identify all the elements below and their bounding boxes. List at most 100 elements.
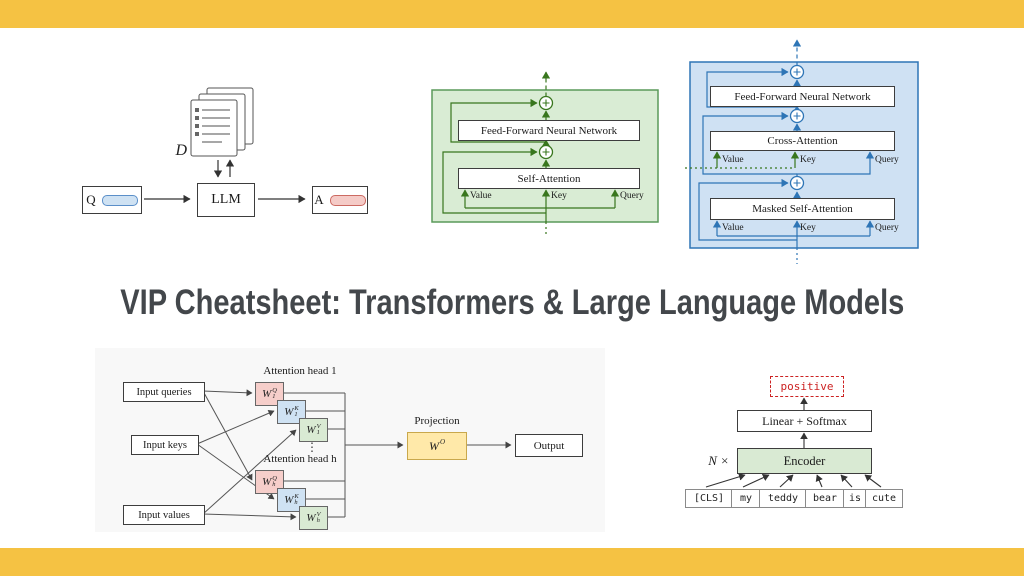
classifier-lines [705,397,882,488]
token-text: cute [871,493,897,504]
cross-attention-label: Cross-Attention [767,135,838,147]
input-keys-label: Input keys [142,439,188,451]
add-norm-node [789,108,805,124]
cross-value-label: Value [722,155,744,165]
output-box: Output [515,434,583,457]
w-sup: V [316,511,321,518]
encoder-value-label: Value [470,191,492,201]
w-sup: Q [272,387,277,394]
attention-head-1-label: Attention head 1 [263,364,337,377]
token-text: teddy [767,493,799,504]
w-sub: 1 [294,411,298,418]
rag-llm-diagram: D Q LLM A [60,65,400,235]
add-norm-node [538,95,554,111]
w-base: W [428,438,439,453]
w-sup: V [316,423,321,430]
masked-self-attention-label: Masked Self-Attention [752,203,853,215]
attention-head-h-label: Attention head h [263,452,337,465]
prediction-label: positive [780,380,834,393]
document-stack-icon [190,87,254,157]
cross-attention-box: Cross-Attention [710,131,895,151]
output-label: Output [533,439,565,452]
multihead-attention-diagram: Input queries Input keys Input values At… [95,348,605,532]
n-times-label: N × [708,453,729,468]
page-title: VIP Cheatsheet: Transformers & Large Lan… [119,283,905,322]
linear-softmax-label: Linear + Softmax [762,413,847,428]
self-attention-label: Self-Attention [517,172,581,185]
linear-softmax-box: Linear + Softmax [737,410,872,432]
add-norm-node [538,144,554,160]
w-sup: K [294,493,299,500]
w-base: W [306,512,316,524]
w-sup: Q [272,475,277,482]
cross-key-label: Key [800,155,816,165]
token-bear: bear [805,489,845,508]
bottom-banner [0,548,1024,576]
token-cute: cute [865,489,903,508]
encoder-feed-lines [685,151,800,169]
decoder-ffnn-box: Feed-Forward Neural Network [710,86,895,107]
qa-arrows [144,159,306,204]
encoder-label: Encoder [783,453,826,468]
masked-value-label: Value [722,223,744,233]
w-sub: h [316,517,320,524]
w-base: W [262,476,272,488]
top-banner [0,0,1024,28]
add-norm-node [789,64,805,80]
masked-self-attention-box: Masked Self-Attention [710,198,895,220]
answer-box: A [312,186,368,214]
llm-box: LLM [197,183,255,217]
token-text: bear [812,493,838,504]
token-is: is [843,489,867,508]
query-letter: Q [86,192,96,207]
llm-label: LLM [211,192,241,207]
cross-query-label: Query [875,155,899,165]
masked-query-label: Query [875,223,899,233]
heads-ellipsis: ⋮ [306,440,318,454]
w-sub: h [294,499,298,506]
token-teddy: teddy [759,489,807,508]
encoder-lines [442,71,620,236]
projection-label: Projection [414,414,460,427]
add-norm-node [789,175,805,191]
w-sup: O [439,438,446,446]
token-text: [CLS] [693,493,725,504]
decoder-block-diagram: Feed-Forward Neural Network Cross-Attent… [685,28,930,268]
input-values-label: Input values [138,509,190,521]
encoder-key-label: Key [551,191,567,201]
w-sup: K [294,405,299,412]
w-base: W [284,406,294,418]
rag-llm-connectors: D [144,87,306,204]
input-queries-label: Input queries [136,386,192,398]
token-my: my [731,489,761,508]
input-values-box: Input values [123,505,205,525]
encoder-connectors [431,71,659,236]
w-sub: 1 [316,429,320,436]
token-text: my [739,493,753,504]
decoder-ffnn-label: Feed-Forward Neural Network [734,90,871,103]
multihead-lines [196,389,512,521]
dataset-label: D [174,142,187,159]
encoder-classifier-diagram: positive Linear + Softmax N × Encoder [C… [665,370,945,515]
encoder-ffnn-label: Feed-Forward Neural Network [480,124,618,137]
decoder-lines [698,39,875,264]
self-attention-box: Self-Attention [458,168,640,189]
w-base: W [284,494,294,506]
w-base: W [262,388,272,400]
page-title-row: VIP Cheatsheet: Transformers & Large Lan… [0,283,1024,323]
encoder-box: Encoder [737,448,872,474]
token-cls: [CLS] [685,489,733,508]
w-base: W [306,424,316,436]
input-queries-box: Input queries [123,382,205,402]
multihead-connectors [196,389,512,521]
query-pill-icon [101,194,138,206]
